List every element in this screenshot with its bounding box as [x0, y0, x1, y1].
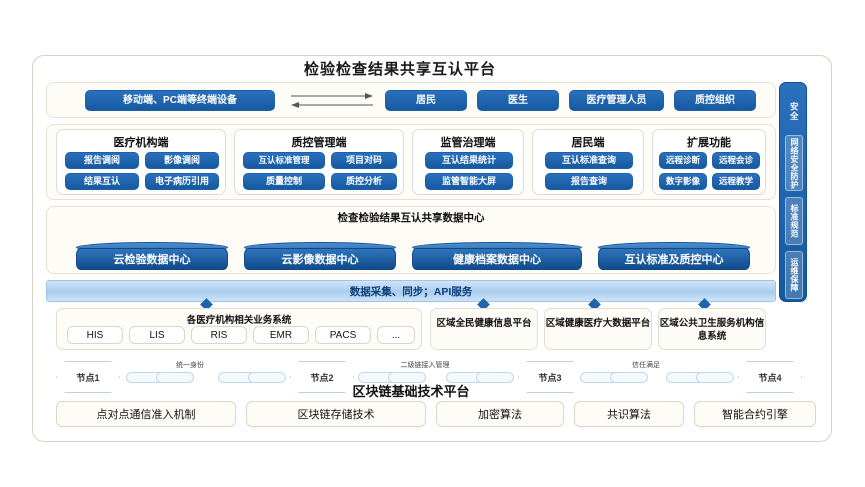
module-card-2: 监管治理端 互认结果统计 监管智能大屏 — [412, 129, 524, 195]
blockchain-tech-1[interactable]: 区块链存储技术 — [246, 401, 426, 427]
security-sidebar: 安全 网络安全防护 标准规范 运维保障 — [779, 82, 807, 302]
system-pill-lis[interactable]: LIS — [129, 326, 185, 344]
data-center-title: 检查检验结果互认共享数据中心 — [337, 212, 485, 224]
module-1-item-2[interactable]: 质量控制 — [243, 173, 325, 190]
module-0-item-2[interactable]: 结果互认 — [65, 173, 139, 190]
module-0-item-1[interactable]: 影像调阅 — [145, 152, 219, 169]
page-title: 检验检查结果共享互认平台 — [303, 61, 496, 78]
system-pill-pacs[interactable]: PACS — [315, 326, 371, 344]
hospital-systems-card: 各医疗机构相关业务系统 HIS LIS RIS EMR PACS ... — [56, 308, 422, 350]
platform-card-0[interactable]: 区域全民健康信息平台 — [430, 308, 538, 350]
data-store-1[interactable]: 云影像数据中心 — [244, 242, 396, 270]
platform-card-1[interactable]: 区域健康医疗大数据平台 — [544, 308, 652, 350]
sidebar-item-label-2: 运维保障 — [790, 258, 799, 292]
module-0-item-0[interactable]: 报告调阅 — [65, 152, 139, 169]
data-store-label-0: 云检验数据中心 — [76, 248, 228, 270]
chain-link-icon — [248, 372, 286, 383]
module-title-1: 质控管理端 — [291, 137, 347, 149]
module-4-item-2[interactable]: 数字影像 — [659, 173, 707, 190]
blockchain-tech-0[interactable]: 点对点通信准入机制 — [56, 401, 236, 427]
sidebar-item-label-1: 标准规范 — [790, 204, 799, 238]
data-store-label-1: 云影像数据中心 — [244, 248, 396, 270]
hospital-systems-title: 各医疗机构相关业务系统 — [186, 315, 292, 326]
chain-link-icon — [388, 372, 426, 383]
module-2-item-1[interactable]: 监管智能大屏 — [425, 173, 513, 190]
module-card-1: 质控管理端 互认标准管理 项目对码 质量控制 质控分析 — [234, 129, 404, 195]
chain-link-icon — [156, 372, 194, 383]
terminal-device-button[interactable]: 移动端、PC端等终端设备 — [85, 90, 275, 111]
blockchain-tech-4[interactable]: 智能合约引擎 — [694, 401, 816, 427]
module-title-0: 医疗机构端 — [113, 137, 169, 149]
module-2-item-0[interactable]: 互认结果统计 — [425, 152, 513, 169]
double-arrow-icon — [287, 88, 377, 112]
platform-card-2[interactable]: 区域公共卫生服务机构信息系统 — [658, 308, 766, 350]
role-button-1[interactable]: 医生 — [477, 90, 559, 111]
sidebar-item-1[interactable]: 标准规范 — [785, 197, 803, 245]
module-card-3: 居民端 互认标准查询 报告查询 — [532, 129, 644, 195]
platform-label-1: 区域健康医疗大数据平台 — [545, 318, 651, 329]
module-4-item-0[interactable]: 远程诊断 — [659, 152, 707, 169]
chain-node-0[interactable]: 节点1 — [56, 361, 120, 393]
data-store-0[interactable]: 云检验数据中心 — [76, 242, 228, 270]
chain-link-icon — [696, 372, 734, 383]
role-button-2[interactable]: 医疗管理人员 — [569, 90, 664, 111]
sidebar-item-2[interactable]: 运维保障 — [785, 251, 803, 299]
platform-label-2: 区域公共卫生服务机构信息系统 — [659, 318, 765, 342]
chain-label-1: 二级链接入管理 — [400, 362, 450, 369]
module-3-item-1[interactable]: 报告查询 — [545, 173, 633, 190]
api-service-band: 数据采集、同步；API服务 — [46, 280, 776, 302]
module-card-0: 医疗机构端 报告调阅 影像调阅 结果互认 电子病历引用 — [56, 129, 226, 195]
chain-label-0: 统一身份 — [176, 362, 204, 369]
system-pill-his[interactable]: HIS — [67, 326, 123, 344]
role-button-0[interactable]: 居民 — [385, 90, 467, 111]
chain-link-icon — [476, 372, 514, 383]
module-0-item-3[interactable]: 电子病历引用 — [145, 173, 219, 190]
data-store-label-3: 互认标准及质控中心 — [598, 248, 750, 270]
data-store-label-2: 健康档案数据中心 — [412, 248, 582, 270]
system-pill-ris[interactable]: RIS — [191, 326, 247, 344]
module-1-item-3[interactable]: 质控分析 — [331, 173, 397, 190]
system-pill-more[interactable]: ... — [377, 326, 415, 344]
sidebar-header: 安全 — [780, 91, 808, 131]
module-1-item-0[interactable]: 互认标准管理 — [243, 152, 325, 169]
sidebar-item-label-0: 网络安全防护 — [790, 137, 799, 189]
module-4-item-3[interactable]: 远程教学 — [712, 173, 760, 190]
role-button-3[interactable]: 质控组织 — [674, 90, 756, 111]
chain-label-2: 信任满足 — [632, 362, 660, 369]
chain-link-icon — [610, 372, 648, 383]
chain-node-1[interactable]: 节点2 — [290, 361, 354, 393]
module-3-item-0[interactable]: 互认标准查询 — [545, 152, 633, 169]
data-store-3[interactable]: 互认标准及质控中心 — [598, 242, 750, 270]
data-store-2[interactable]: 健康档案数据中心 — [412, 242, 582, 270]
module-title-4: 扩展功能 — [687, 137, 731, 149]
blockchain-tech-2[interactable]: 加密算法 — [436, 401, 564, 427]
module-title-3: 居民端 — [571, 137, 605, 149]
platform-label-0: 区域全民健康信息平台 — [436, 318, 532, 329]
system-pill-emr[interactable]: EMR — [253, 326, 309, 344]
module-1-item-1[interactable]: 项目对码 — [331, 152, 397, 169]
chain-node-3[interactable]: 节点4 — [738, 361, 802, 393]
module-title-2: 监管治理端 — [440, 137, 496, 149]
blockchain-platform-title: 区块链基础技术平台 — [352, 384, 470, 399]
sidebar-header-label: 安全 — [789, 101, 800, 121]
sidebar-item-0[interactable]: 网络安全防护 — [785, 135, 803, 191]
module-card-4: 扩展功能 远程诊断 远程会诊 数字影像 远程教学 — [652, 129, 766, 195]
blockchain-tech-3[interactable]: 共识算法 — [574, 401, 684, 427]
module-4-item-1[interactable]: 远程会诊 — [712, 152, 760, 169]
